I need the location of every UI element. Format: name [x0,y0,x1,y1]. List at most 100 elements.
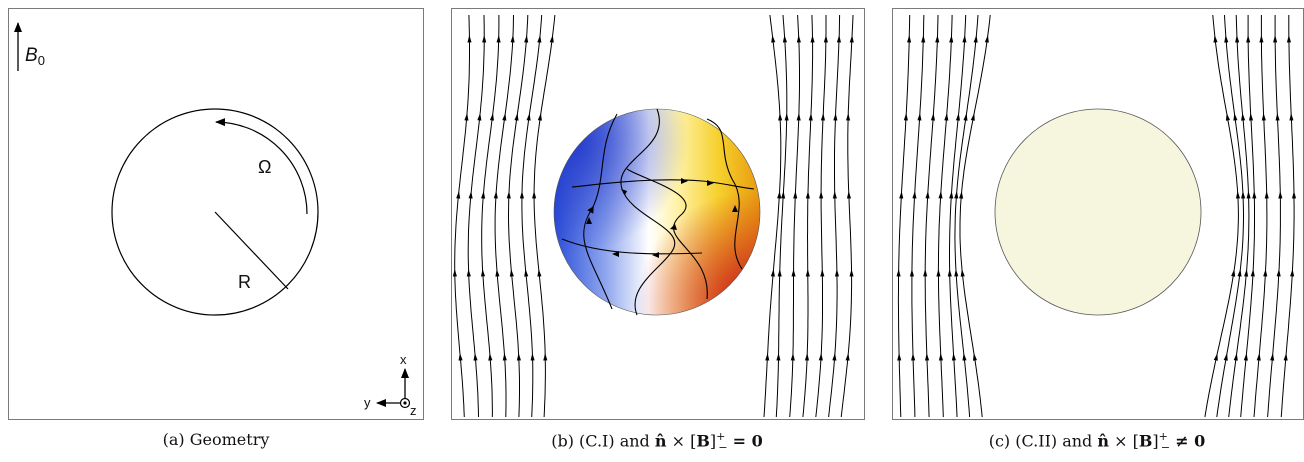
field-line [1253,15,1268,418]
field-line [763,14,782,418]
field-line-arrow [935,35,940,43]
field-line [533,14,556,418]
field-lines-case-one [452,14,854,418]
panel-case-two [892,8,1304,420]
field-line-arrow [959,191,964,199]
field-line-arrow [777,269,782,277]
field-line-arrow [846,113,851,121]
field-line-arrow [823,35,828,43]
field-line-arrow [819,191,824,199]
field-line-arrow [516,353,521,361]
caption-a: (a) Geometry [162,430,270,449]
field-line [828,14,841,418]
field-line-arrow [477,113,482,121]
field-line-arrow [938,353,944,361]
field-line-arrow [537,269,542,277]
field-line-arrow [1289,113,1294,121]
field-line-arrow [524,269,529,277]
field-line-arrow [1256,353,1261,361]
field-line [481,15,500,418]
interior-arrows [586,178,738,258]
field-line-arrow [495,269,500,277]
field-line-arrow [944,113,949,121]
field-line-arrow [955,113,961,121]
field-line-arrow [936,269,941,277]
field-line-arrow [849,269,854,277]
field-line [1267,15,1281,418]
field-line-arrow [791,269,796,277]
y-axis-label: y [364,395,371,410]
field-line-arrow [543,353,548,361]
field-line-arrow [765,353,770,361]
field-line-arrow [1273,35,1278,43]
field-line-arrow [1286,35,1291,43]
field-line-arrow [805,191,810,199]
field-line-arrow [954,269,959,277]
field-line-arrow [930,113,935,121]
field-line-arrow [778,113,783,121]
field-line-arrow [793,191,798,199]
field-line-arrow [970,113,975,121]
field-line-arrow [818,353,823,361]
field-line-arrow [537,35,542,43]
field-line [454,14,470,418]
field-line-arrow [1244,269,1249,277]
omega-label: Ω [258,157,271,177]
field-line [789,14,800,418]
field-line [1280,15,1295,418]
field-line-arrow [921,35,926,43]
field-line-arrow [834,269,840,277]
field-line-arrow [467,35,472,43]
field-line-arrow [938,191,943,199]
field-line-arrow [1235,191,1241,199]
panel-geometry: B0 Ω R x y z [8,8,424,420]
field-line-arrow [947,269,952,277]
x-axis-label: x [400,352,407,367]
field-line-arrow [1278,191,1283,199]
field-line-arrow [502,113,507,121]
z-axis-label: z [410,403,417,418]
field-line-arrow [808,113,813,121]
field-line-arrow [1259,35,1264,43]
field-line [1216,14,1244,418]
field-line-arrow [464,113,469,121]
field-line-arrow [1250,269,1255,277]
field-line [924,14,939,418]
field-line-arrow [1213,35,1218,43]
field-line-arrow [796,35,801,43]
field-line-arrow [519,191,524,199]
field-line-arrow [502,353,507,361]
sphere-outline [111,108,319,316]
field-line-arrow [530,353,535,361]
field-line-arrow [805,269,810,277]
field-line-arrow [1291,191,1297,199]
field-line-arrow [776,353,781,361]
field-line-arrow [845,353,850,361]
field-line-arrow [962,353,967,361]
field-line-arrow [1233,113,1238,121]
field-line-arrow [1261,113,1266,121]
field-line-arrow [1225,113,1230,121]
field-line [467,14,485,418]
field-line-arrow [537,113,542,121]
field-line-arrow [1264,191,1269,199]
field-line-arrow [1231,269,1236,277]
field-line-arrow [466,269,471,277]
sphere-colored [553,108,761,316]
field-line-arrow [781,191,786,199]
field-line-arrow [833,113,838,121]
field-line-arrow [911,353,916,361]
field-line-arrow [496,35,501,43]
field-line-arrow [897,353,902,361]
field-line [1228,14,1250,418]
field-line [897,14,911,418]
field-line-arrow [1246,191,1251,199]
field-line-arrow [782,35,787,43]
field-line-arrow [907,35,912,43]
caption-b: (b) (C.I) and n̂ × [B]+− = 0 [551,430,763,454]
field-line-arrow [832,191,837,199]
field-line-arrow [903,113,908,121]
interior-field-lines [561,108,755,316]
field-line-arrow [1241,113,1246,121]
field-line [840,14,854,418]
